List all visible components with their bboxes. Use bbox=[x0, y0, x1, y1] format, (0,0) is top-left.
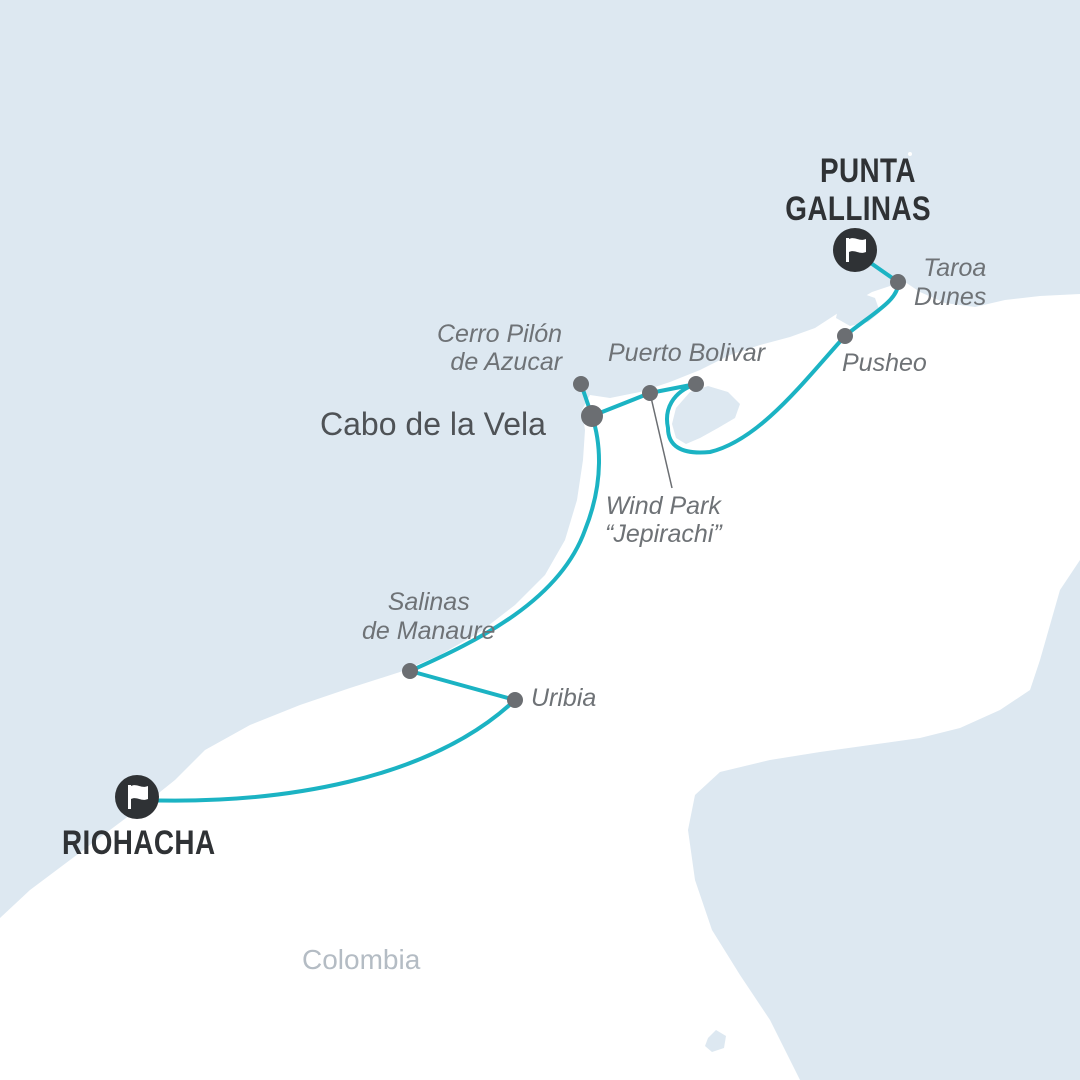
stop-label-line: “Jepirachi” bbox=[605, 520, 722, 548]
waypoint-taroa-dunes bbox=[890, 274, 906, 290]
wind-park-leader-line bbox=[649, 392, 673, 489]
endpoint-label-line: PUNTA bbox=[819, 152, 916, 190]
waypoint-pusheo bbox=[837, 328, 853, 344]
label-salinas: Salinas de Manaure bbox=[362, 588, 495, 646]
label-uribia: Uribia bbox=[531, 684, 597, 712]
waypoint-cerro-pilon bbox=[573, 376, 589, 392]
stop-label-line: Salinas bbox=[387, 588, 470, 616]
land-mass bbox=[0, 282, 1080, 1080]
stop-label-line: de Manaure bbox=[362, 617, 496, 645]
flag-icon bbox=[833, 228, 877, 272]
stop-label-line: Wind Park bbox=[605, 492, 721, 520]
label-wind-park: Wind Park “Jepirachi” bbox=[605, 492, 722, 548]
inland-lake bbox=[705, 1030, 726, 1052]
endpoint-label-line: GALLINAS bbox=[785, 190, 932, 228]
label-cabo-de-la-vela: Cabo de la Vela bbox=[320, 406, 546, 442]
waypoint-salinas bbox=[402, 663, 418, 679]
stop-label-line: Dunes bbox=[914, 283, 987, 311]
label-cerro-pilon: Cerro Pilón de Azucar bbox=[437, 320, 562, 376]
waypoint-puerto-bolivar bbox=[688, 376, 704, 392]
route-line bbox=[138, 250, 901, 803]
islet bbox=[908, 152, 912, 156]
endpoint-label-riohacha: RIOHACHA bbox=[62, 824, 216, 862]
waypoint-cabo-de-la-vela bbox=[581, 405, 603, 427]
stop-label-line: Taroa bbox=[923, 254, 987, 282]
stop-label-line: de Azucar bbox=[450, 348, 563, 376]
country-label: Colombia bbox=[302, 944, 421, 975]
bahia-portete bbox=[672, 386, 740, 444]
label-taroa-dunes: Taroa Dunes bbox=[914, 254, 986, 312]
waypoint-uribia bbox=[507, 692, 523, 708]
label-pusheo: Pusheo bbox=[842, 349, 927, 377]
flag-icon bbox=[115, 775, 159, 819]
label-puerto-bolivar: Puerto Bolivar bbox=[608, 339, 766, 367]
stop-label-line: Cerro Pilón bbox=[437, 320, 563, 348]
endpoint-label-punta-gallinas: PUNTA GALLINAS bbox=[785, 152, 931, 228]
